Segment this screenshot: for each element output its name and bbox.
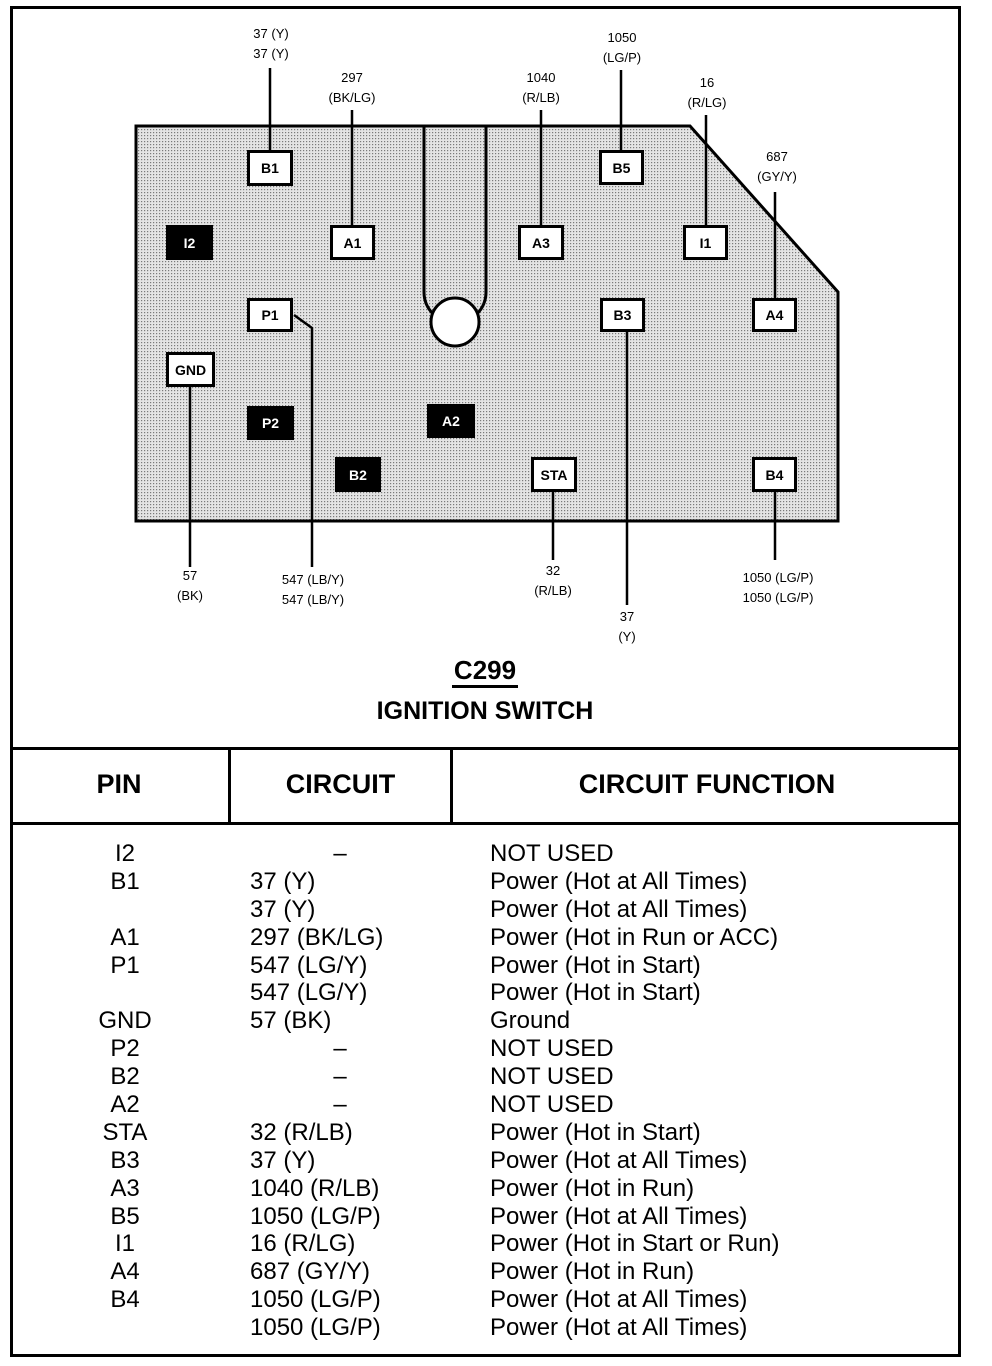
pin-p2: P2 [247, 406, 294, 440]
table-row-function: Power (Hot in Run) [490, 1174, 695, 1202]
connector-code-text: C299 [451, 655, 519, 688]
table-row-function: NOT USED [490, 1063, 614, 1091]
key-hole [429, 296, 481, 348]
table-row-pin: B2 [110, 1063, 140, 1091]
table-row-function: Power (Hot at All Times) [490, 1146, 748, 1174]
table-row-pin: P2 [110, 1035, 140, 1063]
pin-b3: B3 [600, 298, 645, 332]
wire-label-b3: 37 (Y) [618, 609, 636, 644]
wire-p1 [293, 313, 314, 567]
table-row-function: Power (Hot at All Times) [490, 867, 748, 895]
table-row-pin: A2 [110, 1091, 140, 1119]
table-row-pin: P1 [110, 951, 140, 979]
table-row-function: NOT USED [490, 1035, 614, 1063]
table-row-pin: A3 [110, 1174, 140, 1202]
table-row-circuit: 37 (Y) [250, 1146, 316, 1174]
table-row-pin [10, 896, 240, 924]
pin-b5: B5 [599, 150, 644, 185]
wire-label-gnd: 57 (BK) [177, 568, 203, 603]
pin-b1: B1 [247, 150, 293, 186]
table-row-function: Power (Hot in Start or Run) [490, 1230, 780, 1258]
table-row-circuit: 57 (BK) [250, 1007, 332, 1035]
table-row-pin: B4 [110, 1286, 140, 1314]
table-row-circuit: 687 (GY/Y) [250, 1258, 371, 1286]
table-row-function: Power (Hot in Start) [490, 1118, 701, 1146]
pin-i1: I1 [683, 225, 728, 260]
table-row-circuit: 1050 (LG/P) [250, 1202, 381, 1230]
table-row-circuit: – [333, 1091, 347, 1119]
pin-i2: I2 [166, 225, 213, 260]
circuit-column: –37 (Y)37 (Y)297 (BK/LG)547 (LG/Y)547 (L… [250, 840, 460, 1342]
wire-label-a1: 297 (BK/LG) [328, 70, 376, 105]
table-row-function: Power (Hot in Run) [490, 1258, 695, 1286]
table-col-divider-2 [450, 747, 453, 825]
wire-label-b1: 37 (Y) 37 (Y) [253, 26, 289, 61]
pin-sta: STA [531, 457, 577, 492]
table-row-pin: B5 [110, 1202, 140, 1230]
table-row-function: Power (Hot in Start) [490, 979, 701, 1007]
table-row-pin: B1 [110, 867, 140, 895]
connector-face-drawing [134, 68, 840, 605]
pin-a2: A2 [427, 404, 475, 438]
table-row-function: NOT USED [490, 1091, 614, 1119]
table-row-circuit: – [333, 840, 347, 867]
table-row-function: Power (Hot in Run or ACC) [490, 923, 779, 951]
wire-label-b5: 1050 (LG/P) [602, 30, 642, 65]
connector-code: C299 [0, 655, 970, 688]
pin-a3: A3 [518, 225, 564, 260]
table-row-circuit: 32 (R/LB) [250, 1118, 353, 1146]
connector-diagram: B1 A1 A3 B5 I1 I2 P1 B3 A4 GND P2 A2 B2 … [0, 26, 970, 725]
table-row-pin: GND [98, 1007, 152, 1035]
table-top-border [10, 747, 961, 750]
pin-gnd: GND [166, 352, 215, 387]
table-row-circuit: 37 (Y) [250, 867, 316, 895]
table-row-pin: B3 [110, 1146, 140, 1174]
table-row-circuit: 1040 (R/LB) [250, 1174, 380, 1202]
table-row-pin: A4 [110, 1258, 140, 1286]
table-row-function: Power (Hot at All Times) [490, 1202, 748, 1230]
table-row-circuit: 37 (Y) [250, 895, 316, 923]
pin-b4: B4 [752, 457, 797, 492]
header-circuit: CIRCUIT [285, 769, 396, 799]
table-row-function: NOT USED [490, 840, 614, 867]
table-row-circuit: 16 (R/LG) [250, 1230, 356, 1258]
header-pin: PIN [96, 769, 142, 799]
table-row-circuit: 1050 (LG/P) [250, 1286, 381, 1314]
table-row-circuit: – [333, 1035, 347, 1063]
pin-a4: A4 [752, 298, 797, 332]
table-row-circuit: 547 (LG/Y) [250, 979, 368, 1007]
pin-a1: A1 [330, 225, 375, 260]
table-row-circuit: – [333, 1063, 347, 1091]
pin-p1: P1 [247, 298, 293, 332]
table-row-function: Power (Hot in Start) [490, 951, 701, 979]
wire-label-b4: 1050 (LG/P) 1050 (LG/P) [742, 570, 814, 605]
header-circuit-function: CIRCUIT FUNCTION [578, 769, 836, 799]
outer-frame [10, 6, 961, 1357]
wire-label-sta: 32 (R/LB) [534, 563, 572, 598]
wire-label-p1: 547 (LB/Y) 547 (LB/Y) [281, 572, 345, 607]
table-row-pin [10, 979, 240, 1007]
pin-b2: B2 [335, 457, 381, 492]
table-row-pin: STA [102, 1118, 148, 1146]
connector-title: IGNITION SWITCH [376, 697, 594, 725]
table-row-pin: I2 [114, 840, 135, 867]
table-row-circuit: 297 (BK/LG) [250, 923, 384, 951]
table-row-function: Power (Hot at All Times) [490, 895, 748, 923]
table-row-function: Power (Hot at All Times) [490, 1314, 748, 1342]
table-row-function: Power (Hot at All Times) [490, 1286, 748, 1314]
table-row-circuit: 547 (LG/Y) [250, 951, 368, 979]
wire-label-a3: 1040 (R/LB) [522, 70, 560, 105]
table-col-divider-1 [228, 747, 231, 825]
table-row-function: Ground [490, 1007, 571, 1035]
wire-label-a4: 687 (GY/Y) [757, 149, 797, 184]
table-row-pin: A1 [110, 923, 140, 951]
table-row-pin [10, 1314, 240, 1342]
table-header-divider [10, 822, 961, 825]
table-row-circuit: 1050 (LG/P) [250, 1314, 381, 1342]
table-row-pin: I1 [114, 1230, 135, 1258]
wire-label-i1: 16 (R/LG) [687, 75, 727, 110]
